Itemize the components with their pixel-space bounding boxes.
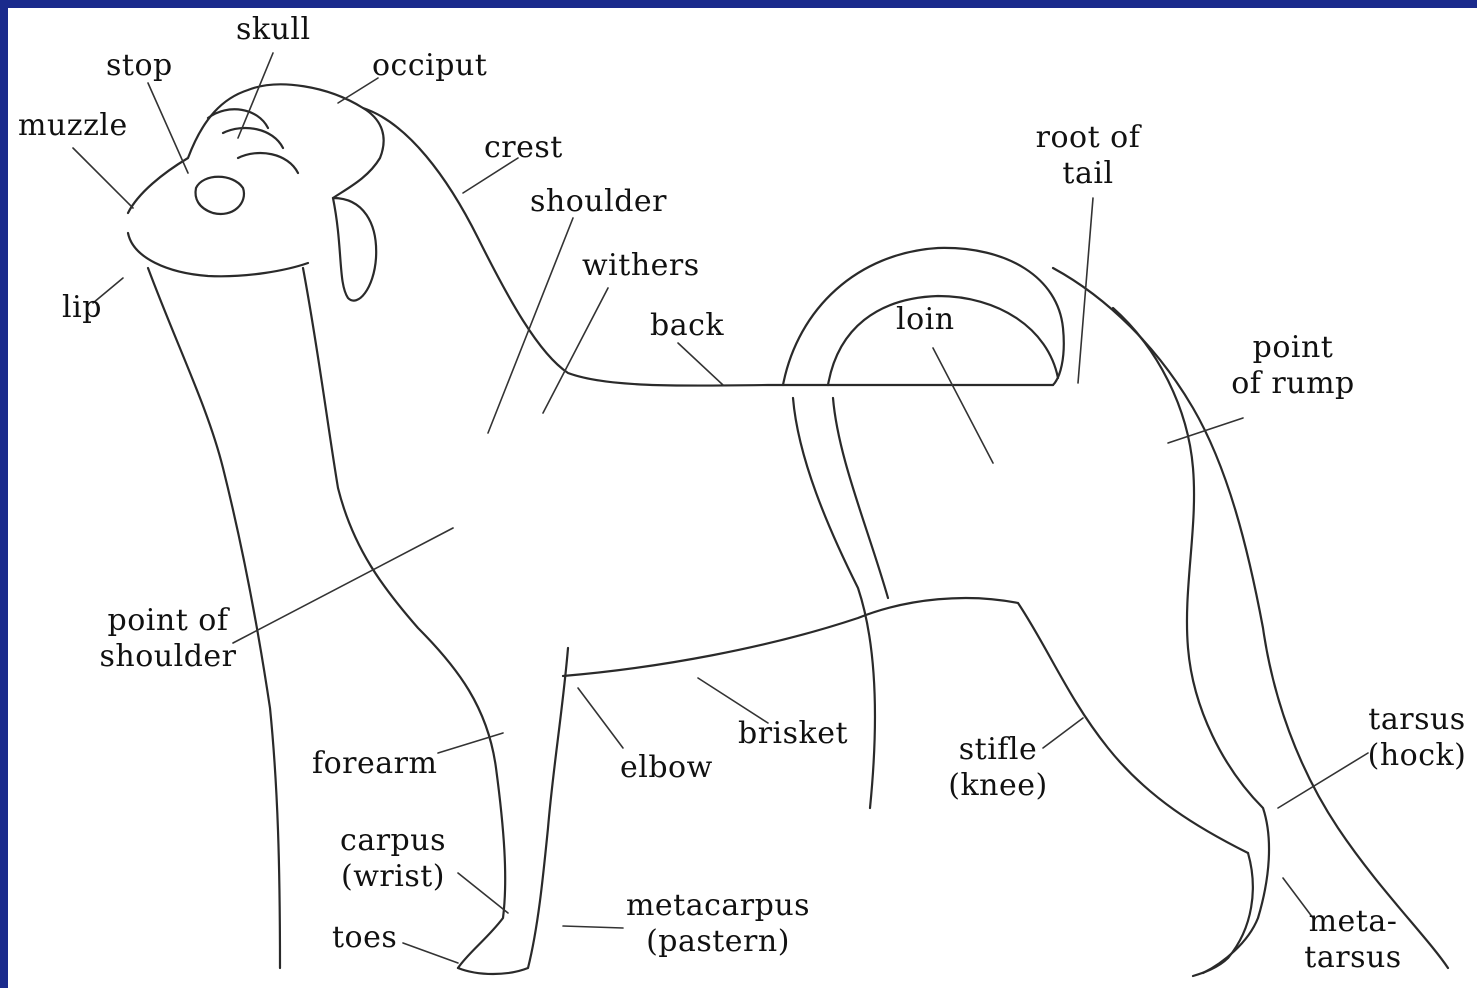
label-metatarsus-line2: tarsus	[1298, 940, 1408, 976]
dog-outline	[128, 84, 1448, 976]
head-outline	[128, 84, 384, 213]
label-muzzle: muzzle	[18, 108, 128, 144]
label-metatarsus: meta- tarsus	[1298, 904, 1408, 976]
label-root-of-tail-line2: tail	[1018, 156, 1158, 192]
diagram-canvas: skull stop occiput muzzle crest root of …	[8, 8, 1477, 988]
label-stifle-line1: stifle	[943, 732, 1053, 768]
label-carpus-line1: carpus	[328, 823, 458, 859]
label-crest: crest	[484, 130, 563, 166]
label-point-of-shoulder-line1: point of	[93, 603, 243, 639]
label-tarsus: tarsus (hock)	[1358, 702, 1476, 774]
eye-outline	[196, 177, 244, 214]
front-leg-right	[458, 648, 568, 974]
label-metacarpus-line1: metacarpus	[618, 888, 818, 924]
tail-hang-inner	[833, 398, 888, 598]
ear-outline	[333, 198, 376, 301]
label-root-of-tail: root of tail	[1018, 120, 1158, 192]
label-tarsus-line2: (hock)	[1358, 738, 1476, 774]
label-point-of-shoulder-line2: shoulder	[93, 639, 243, 675]
label-point-of-shoulder: point of shoulder	[93, 603, 243, 675]
hind-paw	[1193, 853, 1253, 976]
label-withers: withers	[582, 248, 700, 284]
label-loin: loin	[896, 302, 955, 338]
belly-outline	[563, 598, 1248, 853]
jaw-outline	[128, 233, 308, 276]
label-lip: lip	[62, 290, 102, 326]
label-brisket: brisket	[738, 716, 848, 752]
label-shoulder: shoulder	[530, 184, 667, 220]
label-carpus-line2: (wrist)	[328, 859, 458, 895]
skull-curls	[208, 109, 298, 173]
label-back: back	[650, 308, 724, 344]
label-tarsus-line1: tarsus	[1358, 702, 1476, 738]
label-metacarpus: metacarpus (pastern)	[618, 888, 818, 960]
label-toes: toes	[332, 920, 397, 956]
dog-anatomy-drawing	[8, 8, 1477, 988]
label-carpus: carpus (wrist)	[328, 823, 458, 895]
label-root-of-tail-line1: root of	[1018, 120, 1158, 156]
label-point-of-rump-line2: of rump	[1218, 366, 1368, 402]
label-forearm: forearm	[312, 746, 437, 782]
label-elbow: elbow	[620, 750, 713, 786]
label-occiput: occiput	[372, 48, 487, 84]
label-stop: stop	[106, 48, 173, 84]
label-skull: skull	[236, 12, 311, 48]
label-stifle-line2: (knee)	[943, 768, 1053, 804]
label-metatarsus-line1: meta-	[1298, 904, 1408, 940]
neck-back-outline	[363, 108, 1053, 386]
hind-leg-front	[1113, 308, 1269, 973]
leader-lines	[73, 53, 1368, 963]
label-point-of-rump: point of rump	[1218, 330, 1368, 402]
label-metacarpus-line2: (pastern)	[618, 924, 818, 960]
label-point-of-rump-line1: point	[1218, 330, 1368, 366]
label-stifle: stifle (knee)	[943, 732, 1053, 804]
